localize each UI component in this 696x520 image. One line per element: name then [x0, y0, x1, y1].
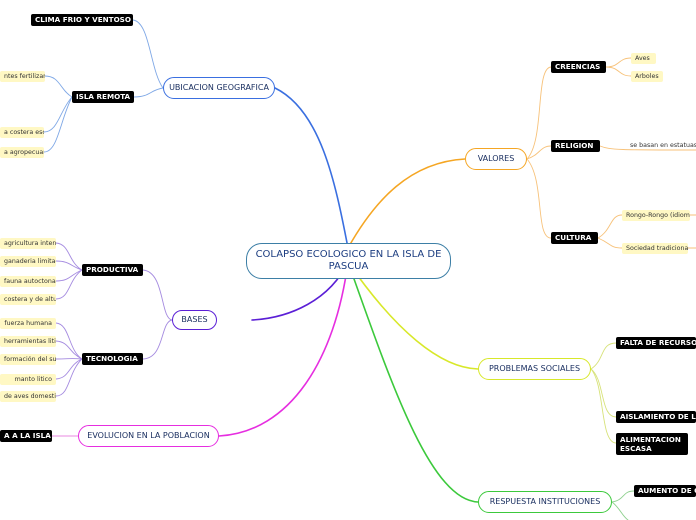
leaf-aves[interactable]: Aves — [631, 53, 656, 64]
subtopic-llegada-isla[interactable]: A A LA ISLA — [0, 430, 52, 442]
subtopic-cultura[interactable]: CULTURA — [551, 232, 598, 244]
subtopic-alimentacion-escasa[interactable]: ALIMENTACION ESCASA — [616, 433, 688, 455]
leaf-fertilizantes[interactable]: ntes fertilizantes — [0, 71, 45, 82]
line-evolucion — [218, 261, 349, 437]
leaf-herramientas-liticas[interactable]: herramientas liticas — [0, 336, 56, 347]
branch-lines — [218, 87, 479, 503]
text-estatuas[interactable]: se basan en estatuas — [630, 142, 696, 149]
central-topic[interactable]: COLAPSO ECOLOGICO EN LA ISLA DE PASCUA — [246, 243, 451, 279]
leaf-costera-altura[interactable]: costera y de altura — [0, 294, 56, 305]
leaf-ganaderia-limitada[interactable]: ganaderia limitada — [0, 256, 56, 267]
leaf-rongo-rongo[interactable]: Rongo-Rongo (idioma) — [622, 210, 690, 221]
subtopic-aumento[interactable]: AUMENTO DE C — [634, 485, 696, 497]
sub-lines — [43, 19, 696, 520]
topic-valores[interactable]: VALORES — [465, 148, 527, 170]
topic-ubicacion-geografica[interactable]: UBICACION GEOGRAFICA — [163, 77, 275, 99]
topic-evolucion-poblacion[interactable]: EVOLUCION EN LA POBLACION — [78, 425, 219, 447]
subtopic-productiva[interactable]: PRODUCTIVA — [82, 264, 143, 276]
subtopic-tecnologia[interactable]: TECNOLOGIA — [82, 353, 143, 365]
subtopic-falta-recursos[interactable]: FALTA DE RECURSO — [616, 337, 696, 349]
line-ubicacion — [274, 87, 349, 249]
subtopic-religion[interactable]: RELIGION — [551, 140, 600, 152]
line-respuesta — [347, 261, 479, 503]
leaf-agropecuaria[interactable]: a agropecuaria — [0, 147, 44, 158]
leaf-sociedad-tradicional[interactable]: Sociedad tradicional — [622, 243, 688, 254]
subtopic-clima-frio[interactable]: CLIMA FRIO Y VENTOSO — [31, 14, 133, 26]
subtopic-creencias[interactable]: CREENCIAS — [551, 61, 606, 73]
leaf-manto-litico[interactable]: manto litico — [0, 374, 56, 385]
line-problemas — [347, 261, 479, 370]
subtopic-aislamiento[interactable]: AISLAMIENTO DE L — [616, 411, 696, 423]
leaf-arboles[interactable]: Arboles — [631, 71, 663, 82]
subtopic-isla-remota[interactable]: ISLA REMOTA — [72, 91, 134, 103]
topic-problemas-sociales[interactable]: PROBLEMAS SOCIALES — [478, 358, 591, 380]
leaf-agricultura-intensiva[interactable]: agricultura intensiva — [0, 238, 56, 249]
topic-bases[interactable]: BASES — [172, 310, 217, 330]
line-valores — [347, 158, 466, 249]
leaf-formacion-suelo[interactable]: formación del suelo — [0, 354, 56, 365]
topic-respuesta-instituciones[interactable]: RESPUESTA INSTITUCIONES — [478, 491, 612, 513]
leaf-fauna-autoctona[interactable]: fauna autoctona — [0, 276, 56, 287]
leaf-fuerza-humana[interactable]: fuerza humana — [0, 318, 56, 329]
leaf-aves-domesticas[interactable]: de aves domesticas — [0, 391, 56, 402]
leaf-costera-escasa[interactable]: a costera escasa — [0, 127, 44, 138]
